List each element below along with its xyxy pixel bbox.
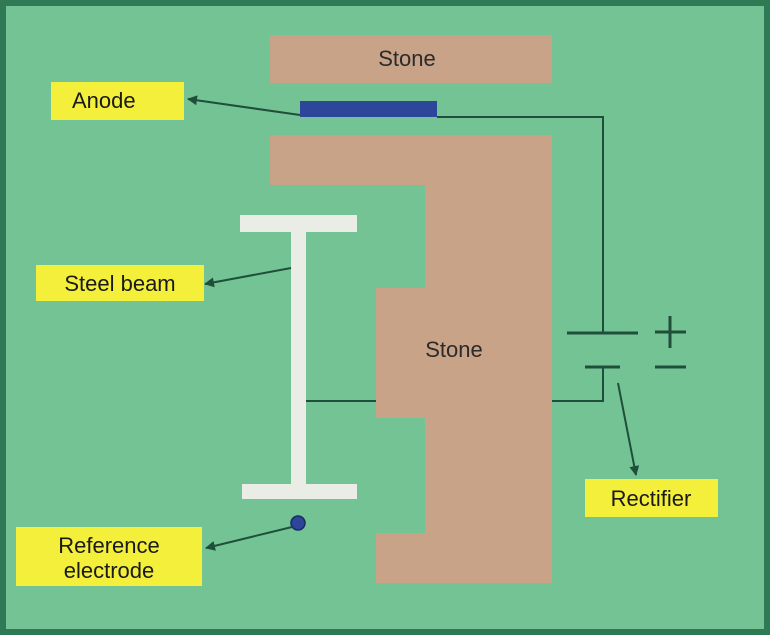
steel-beam-web — [291, 232, 306, 484]
steel-beam-label-box — [36, 265, 204, 301]
anode-label-box — [51, 82, 184, 120]
reference-electrode-label: Reference electrode — [16, 527, 202, 586]
steel-beam-bottom-flange — [242, 484, 357, 499]
circuit-wires — [306, 116, 638, 402]
steel-beam-label-text: Steel beam — [64, 271, 175, 296]
reference-electrode-dot — [290, 515, 306, 531]
steel-beam — [240, 215, 357, 499]
rectifier-to-stone-wire — [552, 367, 604, 402]
steel-beam-pointer-arrow — [204, 267, 292, 288]
rectifier-label: Rectifier — [585, 479, 718, 517]
anode-to-rectifier-wire — [437, 116, 604, 333]
steel-beam-label: Steel beam — [36, 265, 204, 301]
reference-electrode-label-line1: Reference — [58, 533, 160, 558]
anode-label-text: Anode — [72, 88, 136, 113]
anode-label: Anode — [51, 82, 184, 120]
pointer-arrows — [187, 95, 640, 551]
anode-pointer-arrow — [187, 95, 301, 116]
stone-main-label: Stone — [425, 337, 483, 362]
reference-electrode-pointer-arrow — [205, 526, 293, 551]
anode-bar — [300, 101, 437, 117]
rectifier-label-box — [585, 479, 718, 517]
rectifier-pointer-arrow — [617, 382, 640, 476]
stone-top-label: Stone — [378, 46, 436, 71]
reference-electrode-label-box — [16, 527, 202, 586]
stone-main-block — [270, 135, 552, 583]
steel-beam-top-flange — [240, 215, 357, 232]
reference-electrode-label-line2: electrode — [64, 558, 155, 583]
stone-top-slab — [270, 35, 552, 83]
rectifier-label-text: Rectifier — [611, 486, 692, 511]
plus-icon — [655, 316, 686, 348]
